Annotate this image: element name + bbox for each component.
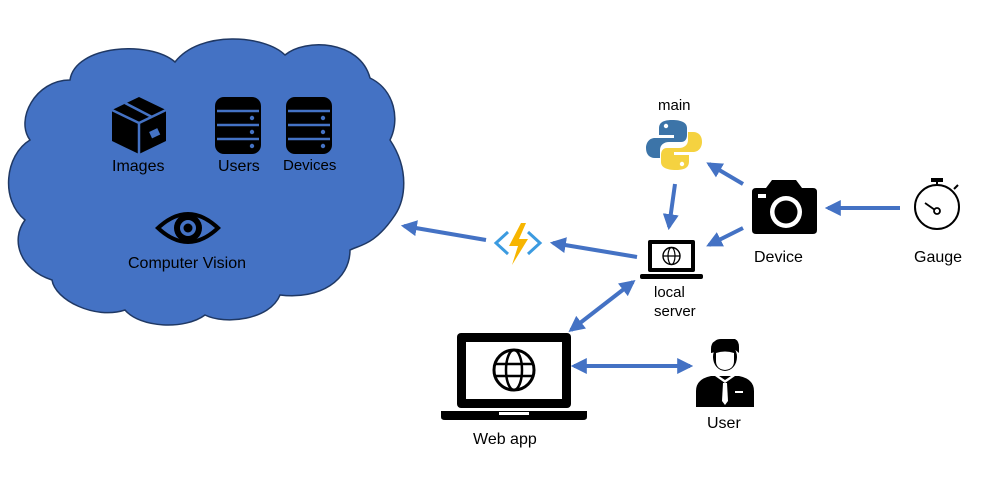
database-icon xyxy=(286,97,332,154)
local-server-label-line1: local xyxy=(654,284,685,301)
user-icon xyxy=(696,339,754,407)
box-icon xyxy=(111,97,167,154)
arrow-function-to-cloud xyxy=(400,220,487,242)
laptop-globe-icon xyxy=(441,333,587,420)
computer-vision-label: Computer Vision xyxy=(128,255,246,272)
camera-icon xyxy=(752,180,817,234)
devices-label: Devices xyxy=(283,157,337,174)
stopwatch-icon xyxy=(914,178,960,230)
arrow-device-to-main xyxy=(706,162,745,186)
eye-icon xyxy=(155,212,221,244)
azure-function-icon xyxy=(493,223,543,265)
gauge-label: Gauge xyxy=(914,249,963,266)
local-server-label-line2: server xyxy=(654,303,696,320)
cloud-icon xyxy=(7,38,405,326)
main-label: main xyxy=(658,97,691,114)
arrow-main-to-server xyxy=(662,183,679,231)
arrows xyxy=(400,162,900,374)
arrow-device-to-server xyxy=(706,226,744,247)
arrow-server-webapp xyxy=(568,280,636,332)
device-label: Device xyxy=(754,249,803,266)
users-label: Users xyxy=(218,158,260,175)
webapp-label: Web app xyxy=(473,431,537,448)
user-label: User xyxy=(707,415,741,432)
python-icon xyxy=(646,120,702,170)
images-label: Images xyxy=(112,158,165,175)
database-icon xyxy=(215,97,261,154)
laptop-globe-icon xyxy=(640,240,703,279)
arrow-server-to-function xyxy=(549,237,638,259)
